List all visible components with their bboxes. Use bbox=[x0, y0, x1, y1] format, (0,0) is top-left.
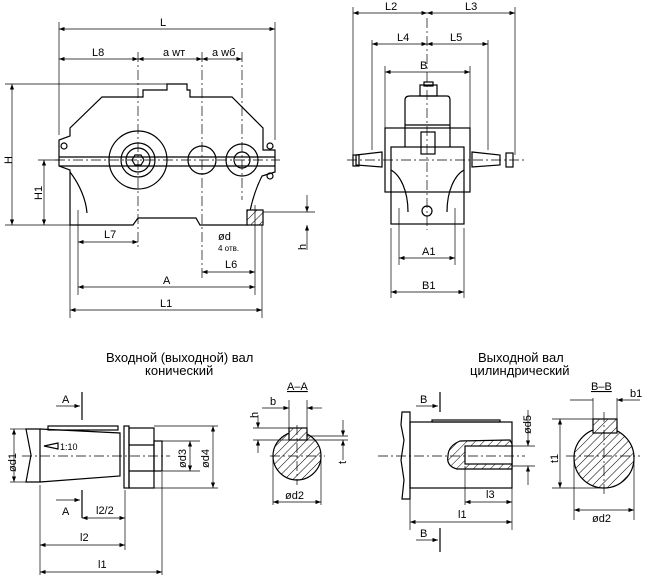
key bbox=[288, 427, 308, 441]
dim-d1: ød1 bbox=[7, 453, 19, 472]
dim-l1: l1 bbox=[98, 559, 107, 571]
dim-L5: L5 bbox=[450, 32, 462, 44]
dim-H: H bbox=[3, 156, 15, 164]
dim-h-key: h bbox=[249, 412, 261, 418]
dim-d2-cyl: ød2 bbox=[592, 513, 611, 525]
dim-t1: t1 bbox=[549, 454, 561, 463]
key-b1 bbox=[592, 418, 618, 434]
shaft-break bbox=[25, 428, 41, 483]
cylindrical-title-2: цилиндрический bbox=[470, 363, 570, 378]
dim-L1: L1 bbox=[160, 298, 172, 310]
dim-L2: L2 bbox=[385, 1, 397, 13]
side-cap bbox=[404, 95, 451, 147]
conical-title-1: Входной (выходной) вал bbox=[106, 350, 253, 365]
dim-b1: b1 bbox=[630, 388, 642, 400]
section-mark-B-top: B bbox=[420, 394, 427, 406]
nut-icon bbox=[131, 154, 145, 166]
side-base bbox=[390, 146, 465, 225]
taper-ratio: 1:10 bbox=[60, 442, 78, 452]
front-view: L L8 a wт a wб H H1 L7 ød 4 отв. L6 A L1… bbox=[3, 17, 315, 318]
dim-d5: ød5 bbox=[522, 415, 534, 434]
section-title-AA: A–A bbox=[287, 381, 308, 393]
dim-d3: ød3 bbox=[177, 449, 189, 468]
dim-B1: B1 bbox=[422, 280, 435, 292]
dim-A1: A1 bbox=[422, 246, 435, 258]
dim-l1-cyl: l1 bbox=[458, 509, 467, 521]
hole-count: 4 отв. bbox=[218, 244, 239, 253]
dim-L7: L7 bbox=[104, 229, 116, 241]
dim-L: L bbox=[160, 17, 166, 29]
dim-h: h bbox=[297, 244, 309, 250]
section-mark-A-bottom: A bbox=[62, 506, 70, 518]
dim-L3: L3 bbox=[465, 1, 477, 13]
foot-curve bbox=[69, 171, 88, 214]
dim-b: b bbox=[270, 396, 276, 408]
dim-a-wt: a wт bbox=[163, 47, 185, 59]
section-title-BB: B–B bbox=[591, 381, 612, 393]
dim-B: B bbox=[420, 60, 427, 72]
housing-outline bbox=[58, 83, 276, 226]
dim-t: t bbox=[337, 461, 349, 464]
dim-d2: ød2 bbox=[285, 490, 304, 502]
dim-L6: L6 bbox=[225, 259, 237, 271]
nut bbox=[128, 427, 155, 489]
dim-l2-half: l2/2 bbox=[96, 505, 114, 517]
section-mark-B-bottom: B bbox=[420, 528, 427, 540]
taper-shaft bbox=[39, 428, 121, 483]
cylindrical-shaft-detail: Выходной вал цилиндрический B B ød5 l3 l… bbox=[378, 350, 642, 552]
section-mark-A-top: A bbox=[62, 394, 70, 406]
dim-hole-diameter: ød bbox=[218, 231, 231, 243]
dim-l2: l2 bbox=[80, 532, 89, 544]
dim-d4: ød4 bbox=[200, 449, 212, 468]
dim-l3: l3 bbox=[486, 489, 495, 501]
cylindrical-title-1: Выходной вал bbox=[478, 350, 564, 365]
conical-title-2: конический bbox=[145, 363, 213, 378]
dim-L8: L8 bbox=[92, 47, 104, 59]
flange-break bbox=[400, 411, 411, 500]
dim-L4: L4 bbox=[397, 32, 409, 44]
dim-a-wb: a wб bbox=[212, 47, 235, 59]
dim-A: A bbox=[163, 275, 171, 287]
side-view: L2 L3 L4 L5 B A1 B1 bbox=[347, 1, 525, 298]
conical-shaft-detail: Входной (выходной) вал конический 1:10 A… bbox=[7, 350, 349, 575]
dim-H1: H1 bbox=[33, 186, 45, 200]
shaft-ends bbox=[355, 151, 501, 168]
